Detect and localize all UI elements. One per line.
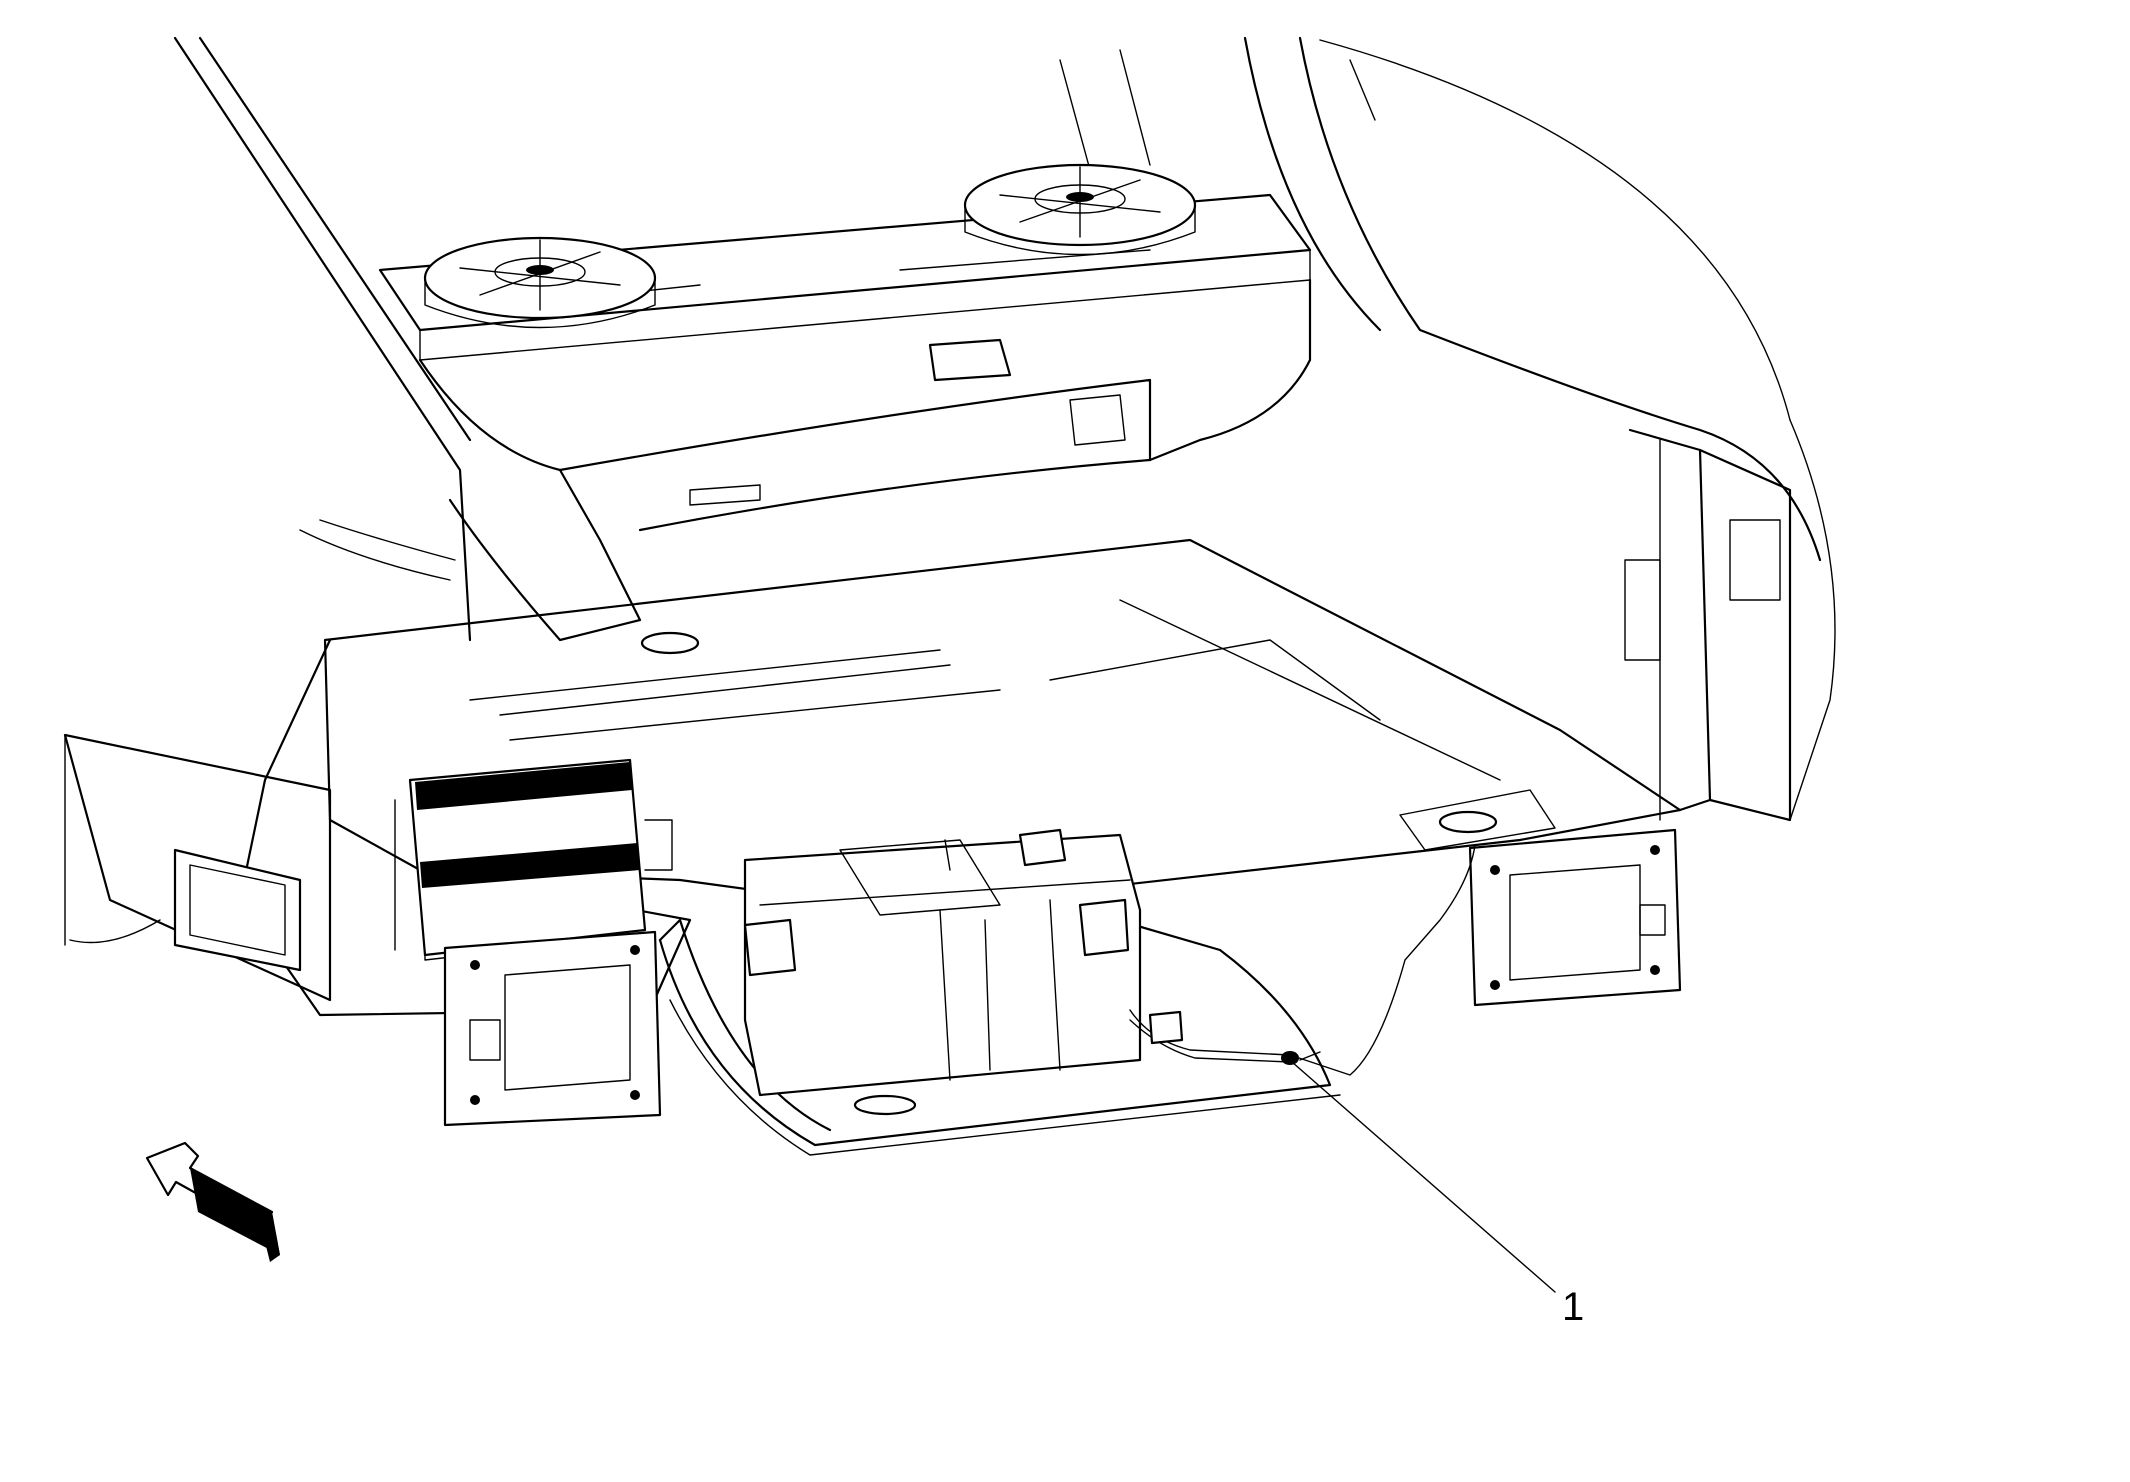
- right-trunk-wall: [1624, 428, 1792, 822]
- ground-terminal-item-1: [1281, 1051, 1321, 1065]
- spare-tire-well: [658, 913, 1341, 1156]
- left-quarter-panel: [173, 36, 472, 642]
- trunk-floor: [323, 538, 1682, 912]
- right-bumper-bracket: [1468, 828, 1682, 1007]
- rear-bulkhead: [418, 278, 1312, 642]
- left-rear-speaker: [423, 236, 657, 329]
- right-quarter-panel: [1243, 36, 1836, 821]
- trunk-electrical-module: [743, 828, 1142, 1097]
- callout-1-leader-line: [1291, 1061, 1556, 1293]
- front-direction-arrow-icon: [145, 1141, 280, 1262]
- right-rear-speaker: [963, 163, 1197, 256]
- amplifier-module: [394, 758, 673, 961]
- left-bumper-bracket: [443, 930, 662, 1127]
- left-trunk-wall: [63, 638, 692, 1017]
- wiring-harness: [1129, 844, 1476, 1076]
- callout-1: 1: [1291, 1061, 1584, 1329]
- callout-1-label: 1: [1562, 1285, 1584, 1329]
